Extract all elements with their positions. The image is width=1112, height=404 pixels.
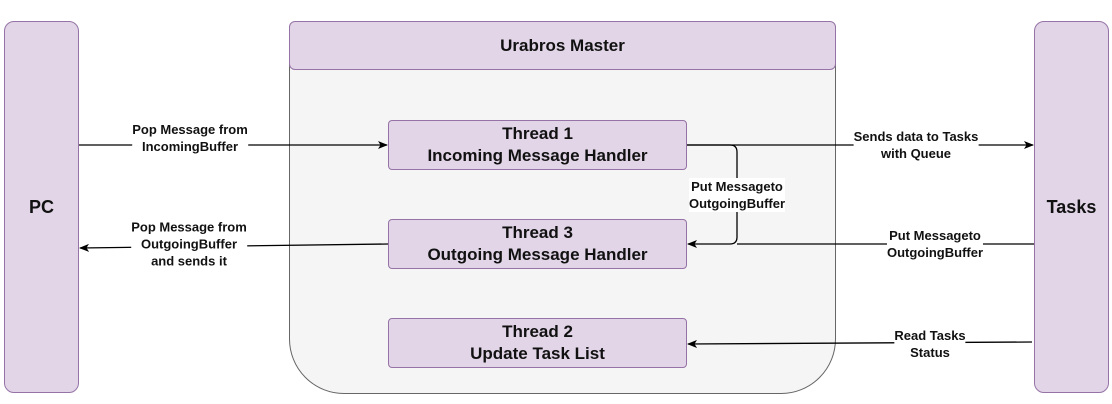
master-header: Urabros Master <box>289 21 836 70</box>
label-thread1-to-tasks: Sends data to Tasks with Queue <box>853 128 979 162</box>
thread1-subtitle: Incoming Message Handler <box>427 146 648 165</box>
thread2-subtitle: Update Task List <box>470 344 605 363</box>
thread1-title: Thread 1 <box>502 124 573 143</box>
label-pc-to-thread1: Pop Message from IncomingBuffer <box>132 121 248 155</box>
thread1-node: Thread 1 Incoming Message Handler <box>388 120 687 170</box>
label-thread3-to-pc: Pop Message from OutgoingBuffer and send… <box>131 218 247 270</box>
master-title: Urabros Master <box>500 35 625 55</box>
pc-label: PC <box>28 196 54 217</box>
label-tasks-to-thread3: Put Messageto OutgoingBuffer <box>886 227 984 261</box>
tasks-label: Tasks <box>1046 196 1097 217</box>
label-thread1-to-thread3: Put Messageto OutgoingBuffer <box>688 178 786 212</box>
thread2-node: Thread 2 Update Task List <box>388 318 687 368</box>
pc-node: PC <box>4 21 79 393</box>
label-tasks-to-thread2: Read Tasks Status <box>894 327 966 361</box>
edge-tasks-to-thread2 <box>687 339 1033 348</box>
thread2-title: Thread 2 <box>502 322 573 341</box>
thread3-title: Thread 3 <box>502 223 573 242</box>
thread3-node: Thread 3 Outgoing Message Handler <box>388 219 687 269</box>
tasks-node: Tasks <box>1034 21 1109 393</box>
thread3-subtitle: Outgoing Message Handler <box>427 245 648 264</box>
